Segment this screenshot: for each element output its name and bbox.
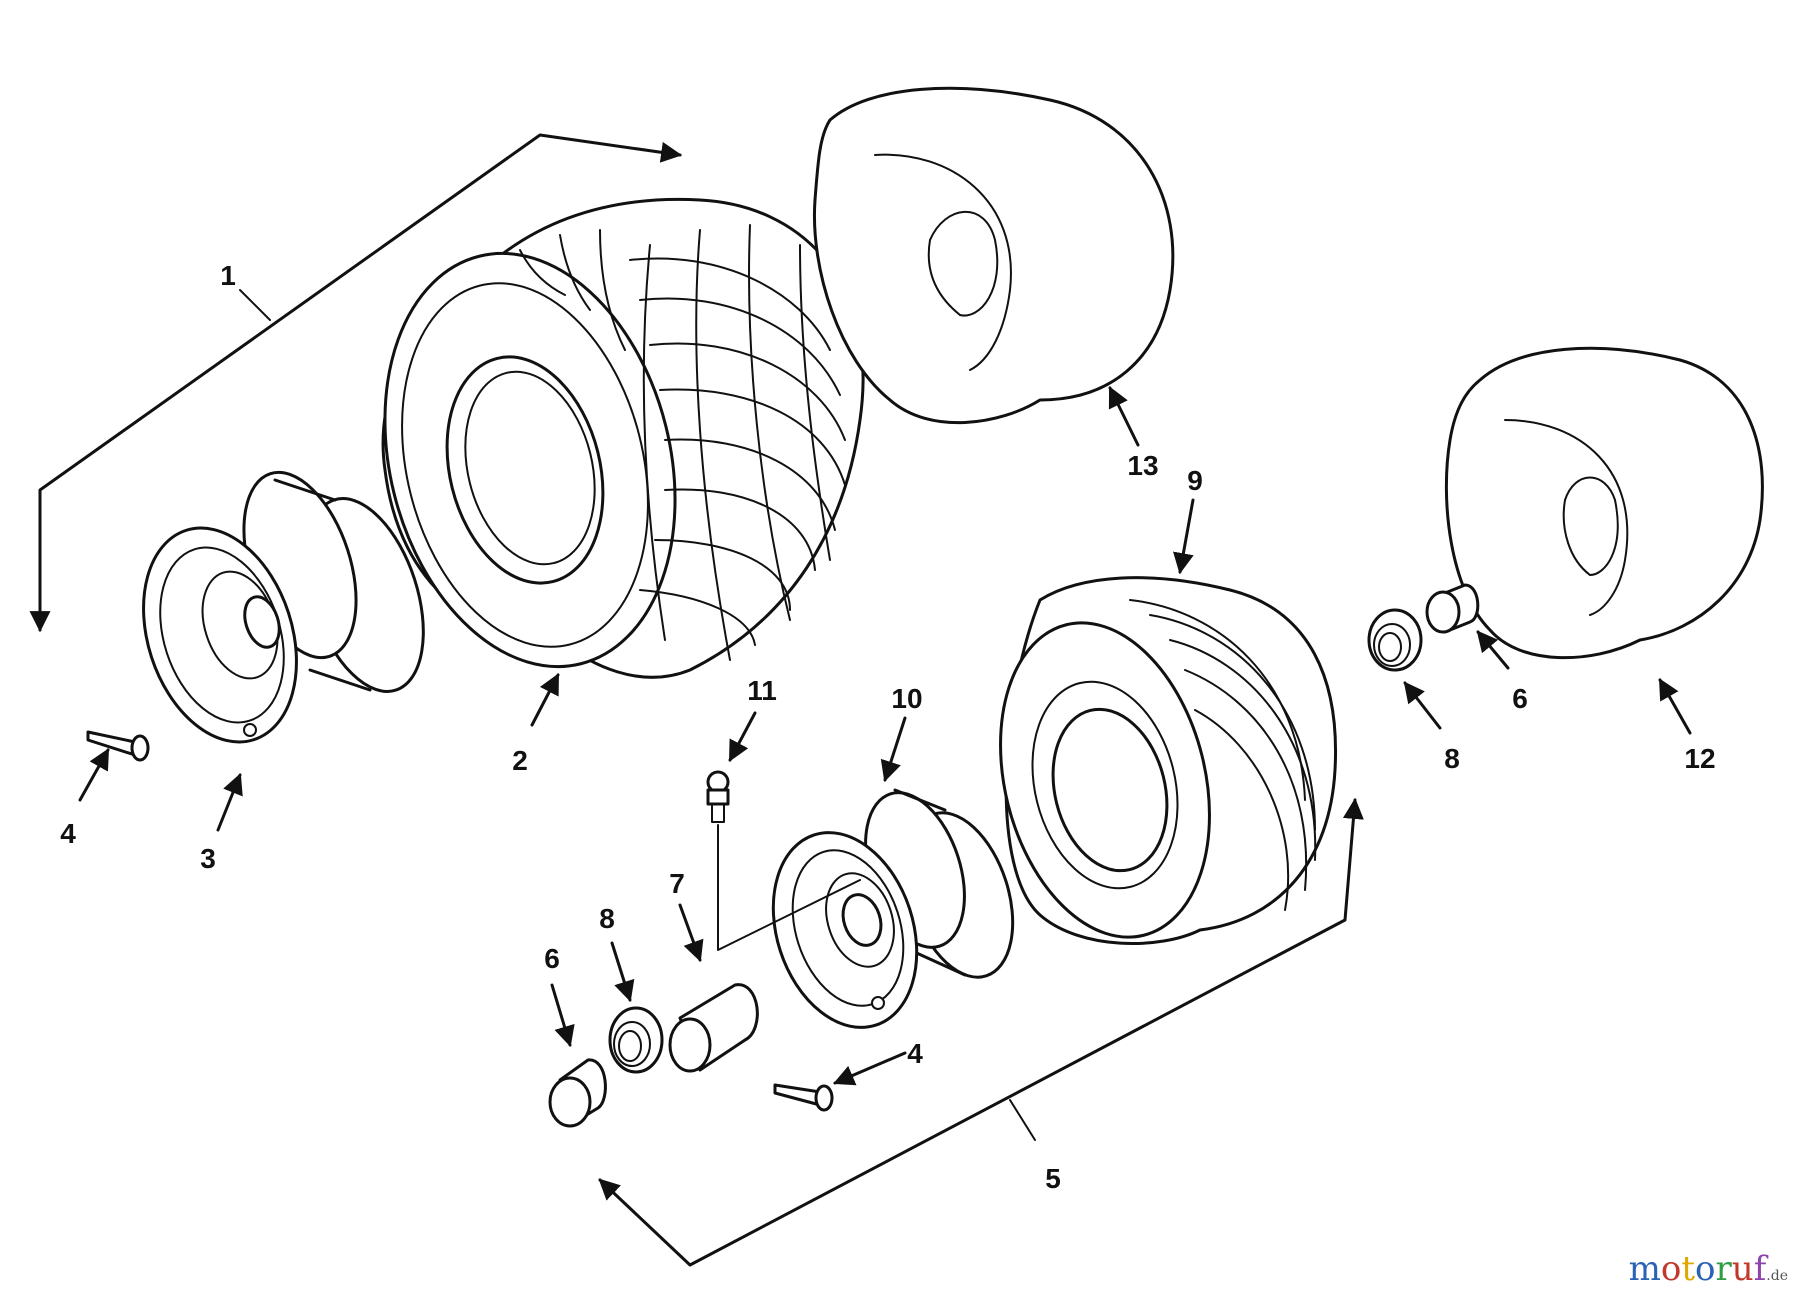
leader-6a [550, 983, 575, 1048]
watermark-letter: t [1681, 1249, 1696, 1289]
leader-2 [530, 673, 560, 727]
callout-10: 10 [891, 683, 922, 714]
leader-3 [216, 773, 243, 832]
leader-12 [1658, 678, 1692, 735]
leader-arrows [78, 386, 1692, 1086]
leader-4b [833, 1051, 907, 1086]
callout-4-front: 4 [907, 1038, 923, 1069]
callout-6-right: 6 [1512, 683, 1528, 714]
bearing-part-8-left [608, 1006, 664, 1074]
assembly-5-bracket [598, 797, 1364, 1267]
watermark-letter: f [1753, 1249, 1767, 1289]
bushing-part-7 [668, 983, 759, 1073]
callout-7: 7 [669, 868, 685, 899]
rear-tube-part-13 [812, 86, 1175, 425]
callout-2: 2 [512, 745, 528, 776]
leader-11 [728, 711, 757, 762]
leader-7 [678, 903, 704, 962]
callout-8-right: 8 [1444, 743, 1460, 774]
callout-8-left: 8 [599, 903, 615, 934]
callout-13: 13 [1127, 450, 1158, 481]
assembly-1-bracket [29, 133, 683, 633]
watermark-letter: m [1628, 1249, 1661, 1289]
leader-13 [1108, 386, 1140, 447]
callout-12: 12 [1684, 743, 1715, 774]
callout-3: 3 [200, 843, 216, 874]
leader-4a [78, 748, 110, 802]
callout-1: 1 [220, 260, 236, 291]
watermark-letter: r [1715, 1249, 1732, 1289]
valve-stem-part-4-front [773, 1083, 834, 1112]
callout-4-left: 4 [60, 818, 76, 849]
leader-8b [1403, 681, 1442, 730]
rear-tire-part-2 [381, 197, 865, 679]
leader-10 [880, 716, 907, 782]
spacer-part-6-left [548, 1058, 607, 1128]
site-watermark: motoruf.de [1629, 1249, 1788, 1289]
leader-8a [610, 941, 635, 1003]
callout-5: 5 [1045, 1163, 1061, 1194]
watermark-letter: o [1695, 1249, 1716, 1289]
rear-rim-part-3 [142, 470, 425, 744]
tread-pattern [519, 224, 846, 661]
callout-9: 9 [1187, 465, 1203, 496]
callout-11: 11 [747, 675, 777, 706]
watermark-domain-suffix: .de [1766, 1268, 1788, 1284]
watermark-text: motoruf [1629, 1249, 1767, 1289]
leader-9 [1173, 498, 1195, 575]
callout-labels: 1 2 3 4 4 5 6 6 7 8 8 9 10 11 12 13 [60, 260, 1715, 1194]
callout-6-left: 6 [544, 943, 560, 974]
leader-6b [1476, 630, 1510, 670]
spacer-part-6-right [1425, 583, 1480, 634]
front-tube-part-12 [1444, 346, 1764, 660]
bearing-part-8-right [1367, 608, 1423, 672]
watermark-letter: u [1731, 1249, 1754, 1289]
valve-stem-part-4-left [86, 730, 150, 762]
watermark-letter: o [1660, 1249, 1682, 1289]
front-tire-part-9 [999, 576, 1338, 946]
